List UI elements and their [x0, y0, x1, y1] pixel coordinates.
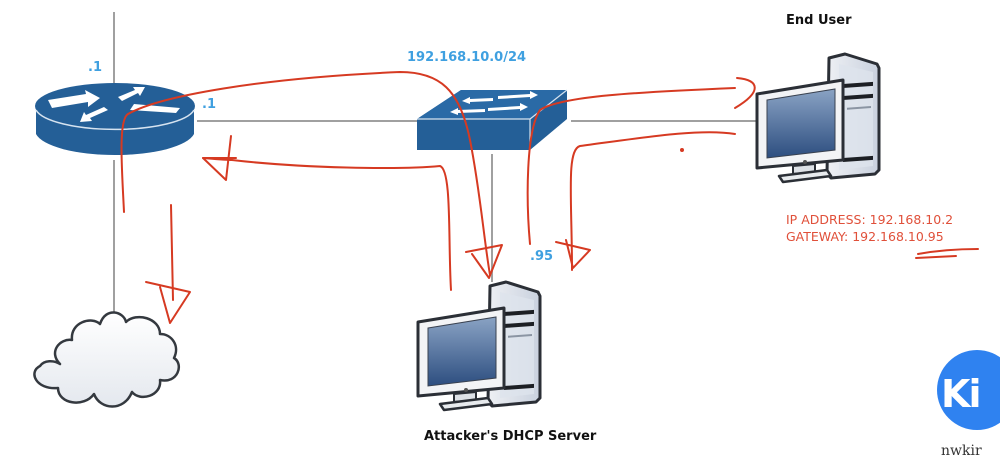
attacker-dhcp-server-label: Attacker's DHCP Server [424, 429, 597, 444]
router-icon[interactable] [35, 83, 195, 156]
pen-stroke-enduser-to-attacker [526, 87, 736, 245]
attacker-pc-icon[interactable] [416, 280, 542, 412]
gateway-annotation: GATEWAY: 192.168.10.95 [786, 229, 944, 244]
end-user-label: End User [786, 13, 852, 28]
pen-stroke-request [569, 131, 736, 271]
pen-underline-gateway [915, 248, 979, 259]
pen-arrowhead-enduser [734, 77, 756, 109]
pen-stroke-attacker-to-router [202, 157, 452, 291]
pen-dot [680, 148, 684, 152]
network-links [113, 12, 760, 322]
router-top-interface-label: .1 [88, 60, 102, 75]
watermark-logo [937, 350, 1000, 430]
pen-arrowhead-router [202, 135, 237, 181]
network-subnet-label: 192.168.10.0/24 [407, 50, 527, 65]
cloud-icon [33, 311, 180, 408]
pen-arrowhead-cloud [145, 281, 191, 324]
pen-stroke-router-to-cloud [170, 204, 174, 301]
pen-annotations [120, 71, 979, 324]
switch-icon[interactable] [417, 89, 568, 150]
router-lan-interface-label: .1 [202, 97, 216, 112]
pen-arrowhead-attacker-right [555, 239, 591, 269]
attacker-ip-suffix-label: .95 [530, 249, 554, 264]
watermark-brand-text: nwkir [941, 443, 982, 459]
ip-address-annotation: IP ADDRESS: 192.168.10.2 [786, 212, 954, 227]
end-user-pc-icon[interactable] [755, 52, 881, 184]
watermark-logo-text: Ki [941, 372, 982, 416]
pen-stroke-router-to-attacker [120, 71, 491, 276]
pen-arrowhead-attacker-left [465, 244, 503, 279]
